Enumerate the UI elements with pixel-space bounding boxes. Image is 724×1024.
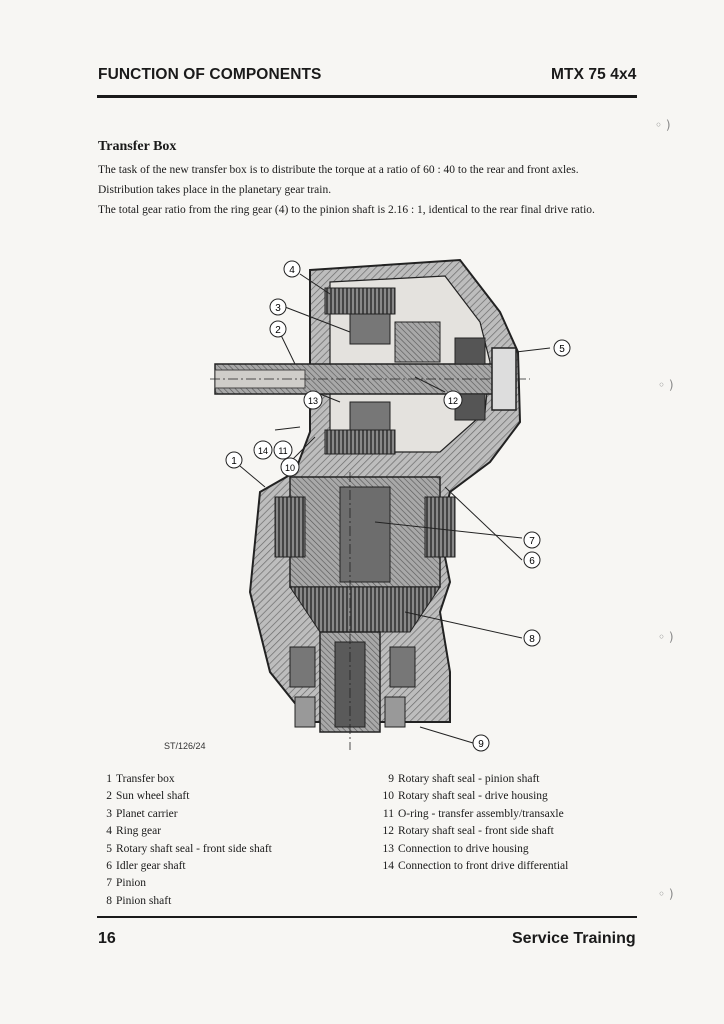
callout-9-label: 9	[478, 739, 484, 750]
callout-5: 5	[553, 339, 571, 357]
callout-1-label: 1	[231, 456, 237, 467]
legend-text: Pinion shaft	[116, 894, 172, 907]
callout-12-label: 12	[448, 396, 458, 406]
legend-number: 6	[106, 860, 112, 873]
callout-8-label: 8	[529, 634, 535, 645]
legend-item: 7 Pinion	[98, 875, 272, 892]
legend-item: 6 Idler gear shaft	[98, 858, 272, 875]
legend-text: Rotary shaft seal - pinion shaft	[398, 773, 540, 785]
callout-1: 1	[225, 451, 243, 469]
footer-rule	[97, 916, 637, 918]
transfer-box-diagram: 4 3 2 5 13 12 14 11 10 1 7 6 8 9	[210, 258, 571, 752]
callout-10-label: 10	[285, 463, 295, 473]
binding-hole-mark: ◦ )	[658, 630, 674, 644]
callout-11-label: 11	[278, 446, 287, 456]
header-rule	[97, 95, 637, 98]
callout-4: 4	[283, 260, 301, 278]
legend-item: 1 Transfer box	[98, 771, 272, 788]
callout-3: 3	[269, 298, 287, 316]
legend-number: 10	[382, 790, 395, 803]
binding-hole-mark: ◦ )	[655, 118, 671, 132]
callout-5-label: 5	[559, 344, 565, 355]
legend-number: 8	[106, 894, 112, 907]
callout-6: 6	[523, 551, 541, 569]
legend-number: 4	[106, 825, 112, 838]
callout-13-label: 13	[308, 396, 318, 406]
binding-hole-mark: ◦ )	[658, 378, 674, 392]
paragraph-distribution: Distribution takes place in the planetar…	[98, 184, 332, 196]
legend-number: 2	[106, 790, 112, 803]
callout-10: 10	[280, 457, 300, 477]
legend-number: 11	[382, 807, 394, 820]
legend-left: 1 Transfer box 2 Sun wheel shaft 3 Planet c…	[98, 771, 272, 910]
legend-text: Planet carrier	[116, 807, 178, 820]
legend-text: Transfer box	[116, 773, 175, 785]
legend-text: Pinion	[116, 877, 147, 890]
page-number: 16	[98, 930, 116, 947]
legend-number: 7	[106, 877, 112, 890]
legend-item: 4 Ring gear	[98, 823, 272, 840]
legend-number: 9	[388, 773, 394, 785]
legend-item: 8 Pinion shaft	[98, 893, 272, 910]
legend-text: Ring gear	[116, 825, 162, 838]
callout-14: 14	[253, 440, 273, 460]
legend-number: 14	[382, 860, 395, 873]
legend-text: Rotary shaft seal - front side shaft	[116, 842, 272, 855]
legend-text: Connection to front drive differential	[398, 860, 569, 873]
header-title: FUNCTION OF COMPONENTS	[98, 66, 322, 83]
callout-7: 7	[523, 531, 541, 549]
callout-3-label: 3	[275, 303, 281, 314]
legend-item: 11 O-ring - transfer assembly/transaxle	[380, 806, 568, 823]
legend-text: O-ring - transfer assembly/transaxle	[398, 807, 564, 820]
callout-9: 9	[472, 734, 490, 752]
legend-text: Sun wheel shaft	[116, 790, 190, 803]
callout-2-label: 2	[275, 325, 281, 336]
callout-2: 2	[269, 320, 287, 338]
legend-number: 1	[106, 773, 112, 785]
legend-item: 9 Rotary shaft seal - pinion shaft	[380, 771, 568, 788]
footer-label: Service Training	[512, 930, 636, 947]
legend-item: 3 Planet carrier	[98, 806, 272, 823]
legend-item: 5 Rotary shaft seal - front side shaft	[98, 841, 272, 858]
callout-8: 8	[523, 629, 541, 647]
paragraph-torque: The task of the new transfer box is to d…	[98, 164, 579, 176]
callout-14-label: 14	[258, 446, 268, 456]
legend-item: 2 Sun wheel shaft	[98, 788, 272, 805]
callout-7-label: 7	[529, 536, 535, 547]
legend-text: Idler gear shaft	[116, 860, 186, 873]
callout-13: 13	[303, 390, 323, 410]
legend-number: 12	[382, 825, 395, 838]
legend-text: Rotary shaft seal - drive housing	[398, 790, 548, 803]
legend-number: 3	[106, 807, 112, 820]
legend-number: 5	[106, 842, 112, 855]
header-model: MTX 75 4x4	[551, 66, 637, 83]
legend-text: Rotary shaft seal - front side shaft	[398, 825, 554, 838]
figure-reference: ST/126/24	[164, 741, 206, 751]
callout-11: 11	[273, 440, 293, 460]
callout-6-label: 6	[529, 556, 535, 567]
legend-text: Connection to drive housing	[398, 842, 529, 855]
callout-4-label: 4	[289, 265, 295, 276]
paragraph-ratio: The total gear ratio from the ring gear …	[98, 204, 595, 216]
legend-number: 13	[382, 842, 395, 855]
callout-12: 12	[443, 390, 463, 410]
section-title: Transfer Box	[98, 139, 177, 154]
binding-hole-mark: ◦ )	[658, 887, 674, 901]
